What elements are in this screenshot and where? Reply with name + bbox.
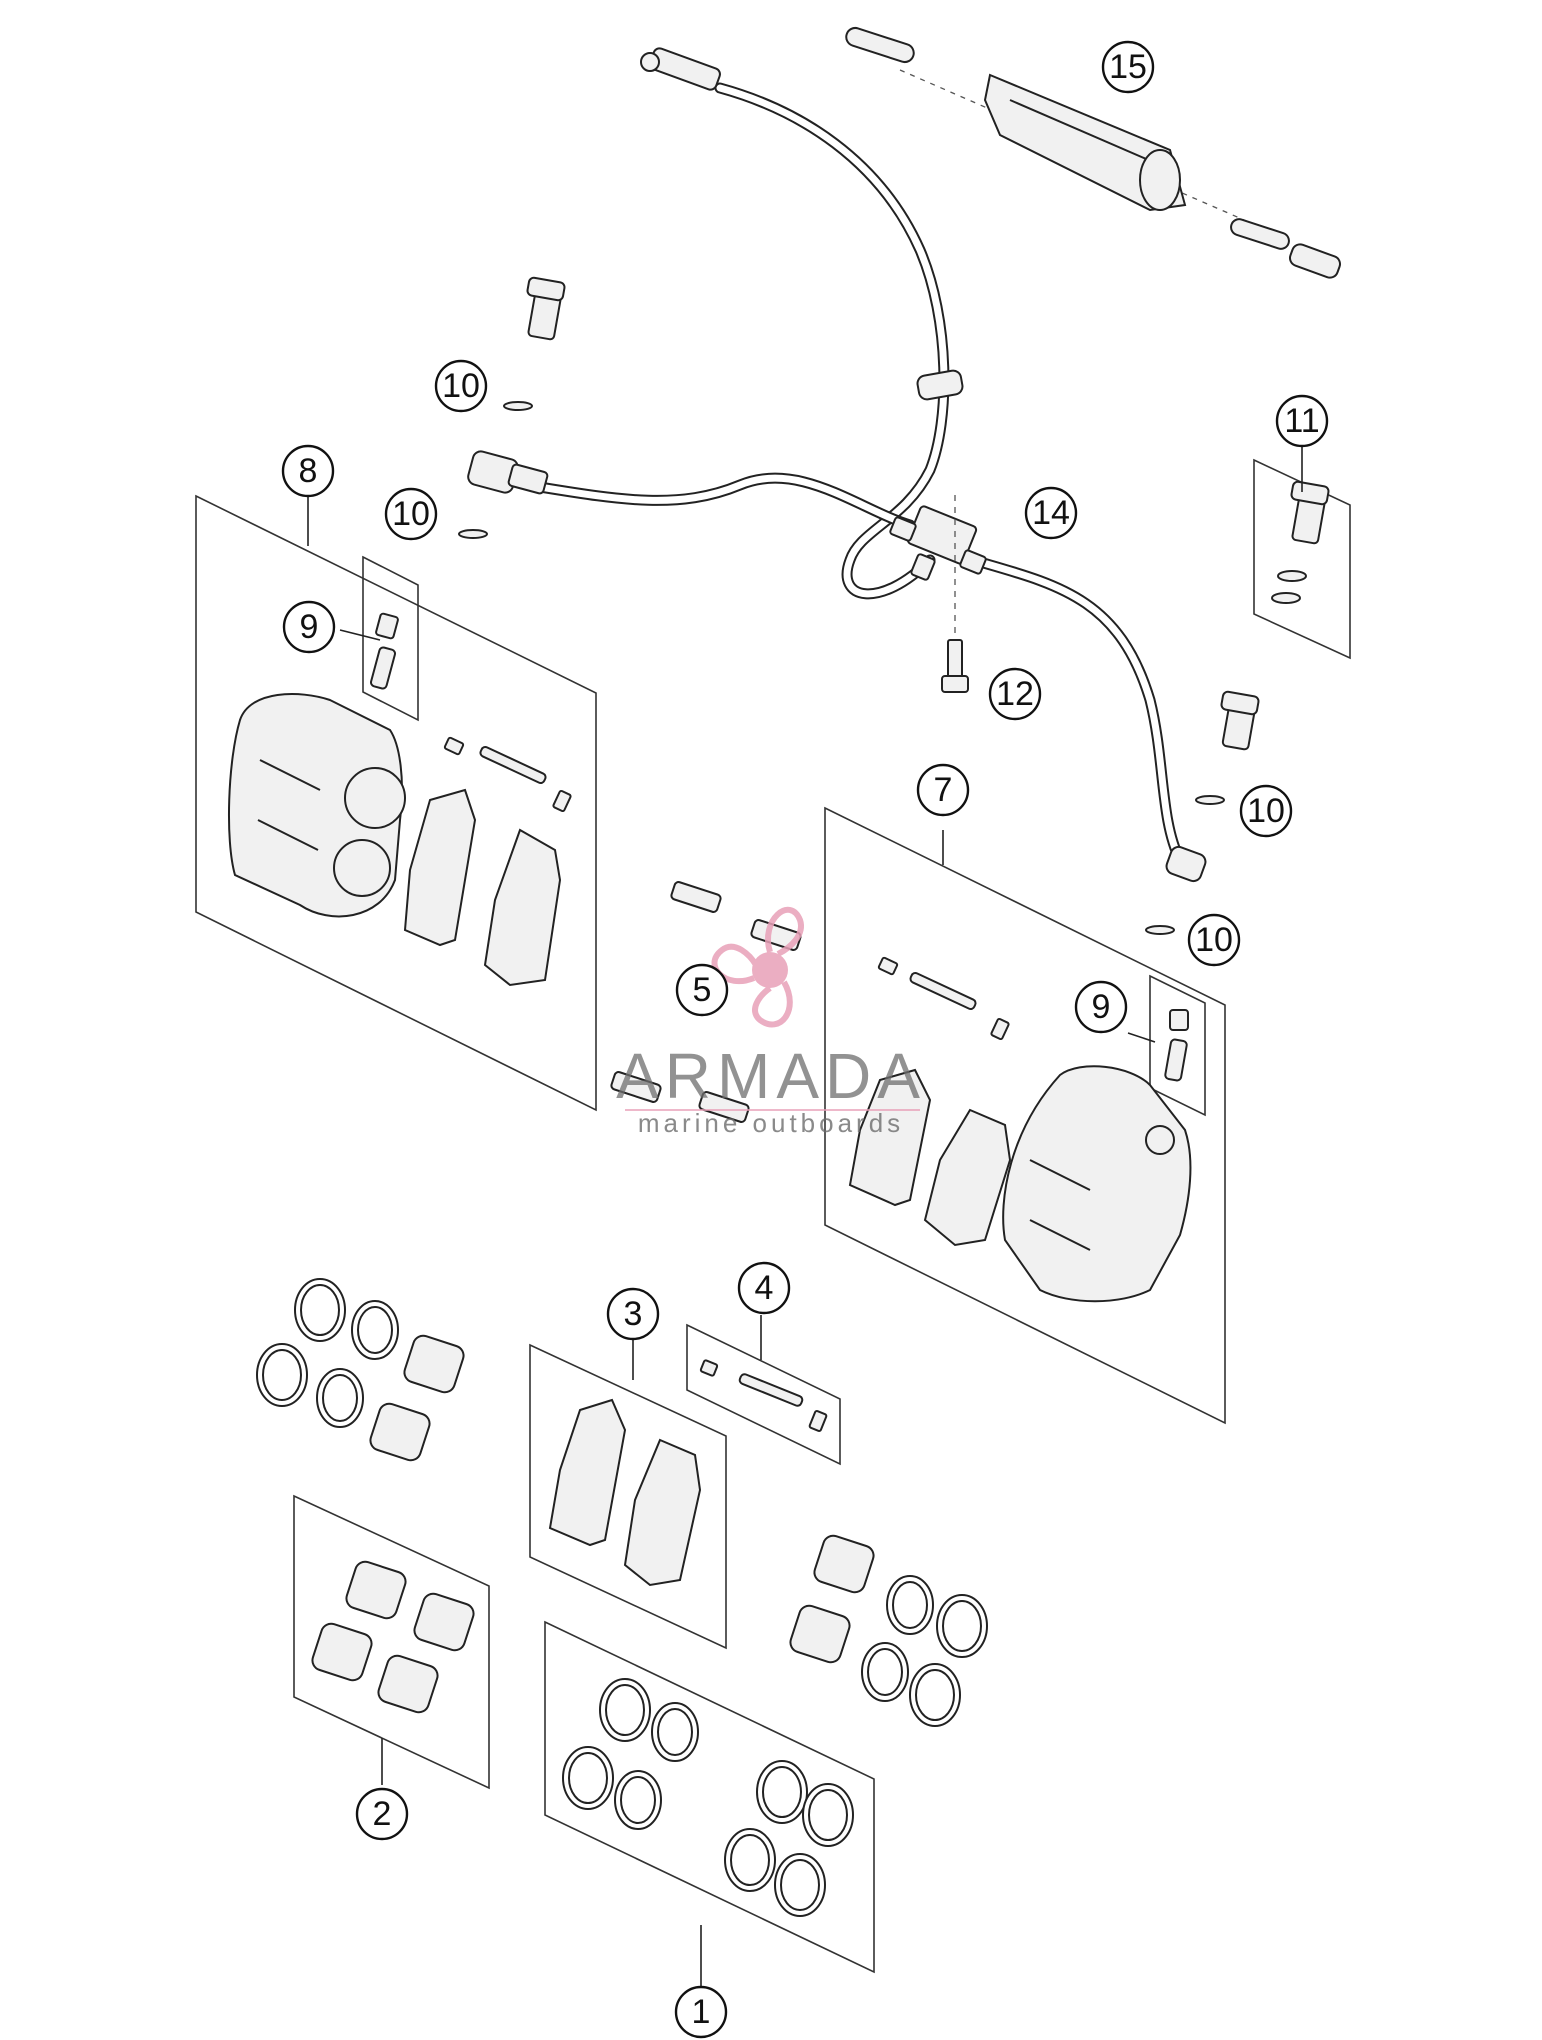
svg-text:10: 10 bbox=[1195, 921, 1233, 959]
svg-text:9: 9 bbox=[300, 608, 319, 646]
svg-text:8: 8 bbox=[299, 452, 318, 490]
svg-text:14: 14 bbox=[1032, 494, 1070, 532]
pad-pin-kit bbox=[699, 1359, 828, 1432]
callout-10-left: 10 bbox=[384, 487, 438, 541]
armada-propeller-logo bbox=[711, 906, 804, 1028]
svg-text:3: 3 bbox=[624, 1295, 643, 1333]
seal-kit bbox=[562, 1678, 854, 1917]
panel-caliper-right bbox=[824, 806, 1226, 1425]
svg-text:1: 1 bbox=[692, 1993, 711, 2031]
left-caliper-kit bbox=[228, 612, 572, 987]
logo-blade-top bbox=[765, 906, 804, 957]
brake-pads-kit bbox=[548, 1398, 702, 1587]
svg-text:2: 2 bbox=[373, 1795, 392, 1833]
pistons-kit bbox=[311, 1560, 475, 1714]
panel-pistons bbox=[293, 1494, 490, 1790]
callout-8: 8 bbox=[281, 444, 335, 498]
watermark-subtitle: marine outboards bbox=[638, 1108, 904, 1138]
callout-3: 3 bbox=[606, 1287, 660, 1341]
panel-pad-pin bbox=[686, 1323, 841, 1466]
banjo-bolts-and-washers bbox=[458, 276, 1330, 935]
svg-text:10: 10 bbox=[1247, 792, 1285, 830]
callout-7: 7 bbox=[916, 763, 970, 817]
svg-text:4: 4 bbox=[755, 1269, 774, 1307]
panel-caliper-left bbox=[195, 494, 597, 1112]
callout-10-right: 10 bbox=[1239, 784, 1293, 838]
armada-watermark: ARMADA marine outboards bbox=[616, 906, 926, 1138]
svg-text:11: 11 bbox=[1284, 402, 1319, 440]
callout-9-right: 9 bbox=[1074, 980, 1128, 1034]
svg-text:15: 15 bbox=[1109, 48, 1147, 86]
callout-4: 4 bbox=[737, 1261, 791, 1315]
logo-hub bbox=[752, 952, 788, 988]
caliper-bolts bbox=[610, 881, 802, 1123]
leader-lines bbox=[307, 446, 1303, 1986]
panel-bleeder-left bbox=[362, 555, 419, 722]
panel-bleeder-right bbox=[1149, 974, 1206, 1117]
callout-5: 5 bbox=[675, 963, 729, 1017]
svg-text:12: 12 bbox=[996, 675, 1034, 713]
callout-labels: 15 10 11 8 10 14 9 12 7 10 10 9 5 4 3 2 … bbox=[281, 40, 1329, 2039]
kit-panels bbox=[195, 458, 1351, 1974]
logo-blade-right bbox=[752, 980, 793, 1028]
brake-hose-assembly bbox=[467, 47, 1207, 883]
panel-seals bbox=[544, 1620, 875, 1974]
loose-seals-right bbox=[789, 1534, 988, 1727]
hose-guide-part bbox=[845, 26, 1342, 279]
loose-seals-left bbox=[256, 1278, 465, 1462]
callout-1: 1 bbox=[674, 1985, 728, 2039]
panel-brake-pads bbox=[529, 1343, 727, 1650]
svg-text:10: 10 bbox=[442, 367, 480, 405]
svg-text:5: 5 bbox=[693, 971, 712, 1009]
callout-11: 11 bbox=[1275, 394, 1329, 448]
callout-15: 15 bbox=[1101, 40, 1155, 94]
svg-text:9: 9 bbox=[1092, 988, 1111, 1026]
callout-10-top: 10 bbox=[434, 359, 488, 413]
watermark-title: ARMADA bbox=[616, 1040, 926, 1112]
callout-10-lower-right: 10 bbox=[1187, 913, 1241, 967]
logo-blade-left bbox=[711, 943, 759, 985]
callout-9-left: 9 bbox=[282, 600, 336, 654]
svg-text:10: 10 bbox=[392, 495, 430, 533]
callout-2: 2 bbox=[355, 1787, 409, 1841]
right-caliper-kit bbox=[848, 956, 1192, 1303]
callout-14: 14 bbox=[1024, 486, 1078, 540]
callout-12: 12 bbox=[988, 667, 1042, 721]
svg-text:7: 7 bbox=[934, 771, 953, 809]
